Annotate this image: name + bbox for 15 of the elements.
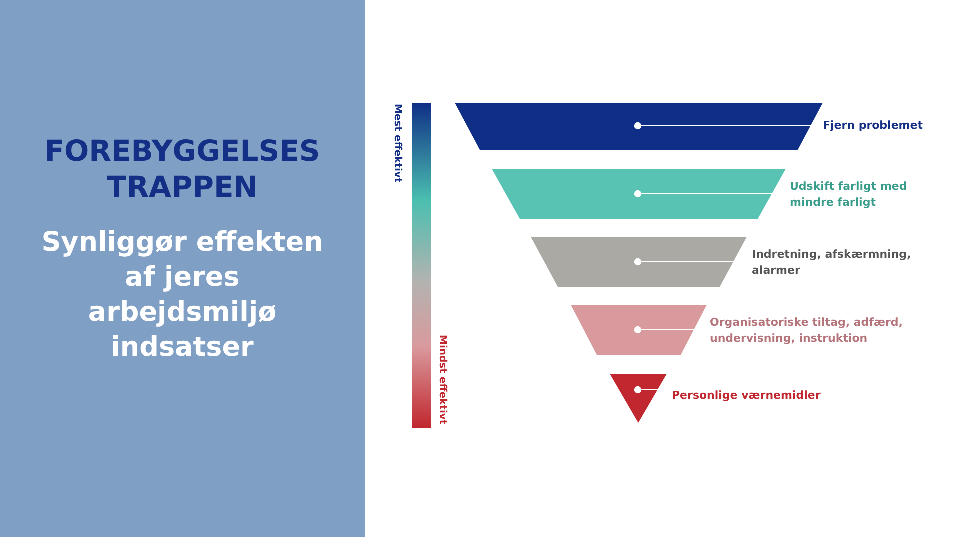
triangle-step: [610, 374, 667, 423]
subtitle: Synliggør effekten af jeres arbejdsmiljø indsatser: [40, 226, 324, 365]
step-label: Fjern problemet: [823, 118, 933, 134]
gradient-scale-bar: [412, 103, 431, 428]
trapezoid-step: [455, 103, 823, 150]
trapezoid-step: [571, 305, 707, 355]
step-label: Organisatoriske tiltag, adfærd, undervisning, instruktion: [710, 315, 905, 347]
step-label: Udskift farligt med mindre farligt: [790, 179, 925, 211]
trapezoid-step: [531, 237, 747, 287]
step-label: Personlige værnemidler: [672, 388, 832, 404]
scale-label: Mest effektivt: [392, 104, 403, 183]
title: FOREBYGGELSES TRAPPEN: [44, 133, 322, 205]
scale-label: Mindst effektivt: [437, 335, 448, 425]
trapezoid-step: [492, 169, 786, 219]
step-label: Indretning, afskærmning, alarmer: [752, 247, 917, 279]
